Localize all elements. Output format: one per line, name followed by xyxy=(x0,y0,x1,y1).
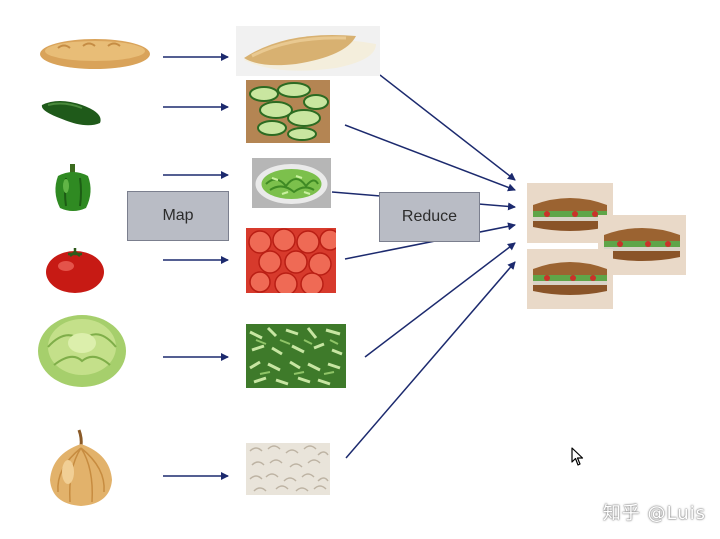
reduce-label: Reduce xyxy=(379,192,480,242)
sandwich-image-3 xyxy=(527,249,613,309)
lettuce-image xyxy=(38,315,126,387)
watermark-text: 知乎 @Luis xyxy=(602,503,706,524)
chopped-lettuce-image xyxy=(246,324,346,388)
reduce-arrow-cucumber xyxy=(344,124,516,192)
chopped-pepper-image xyxy=(252,158,331,208)
sliced-cucumber-image xyxy=(246,80,330,143)
reduce-arrow-onion xyxy=(345,261,516,459)
reduce-arrow-bread xyxy=(379,74,516,181)
mouse-cursor-icon xyxy=(571,447,584,466)
sliced-tomato-image xyxy=(246,228,336,293)
cucumber-image xyxy=(41,101,101,126)
map-label: Map xyxy=(127,191,229,241)
bread-image xyxy=(40,39,150,69)
sliced-bread-image xyxy=(236,26,380,76)
tomato-image xyxy=(46,248,104,293)
chopped-onion-image xyxy=(246,443,330,495)
onion-image xyxy=(50,429,112,506)
pepper-image xyxy=(55,164,91,211)
reduce-arrow-lettuce xyxy=(364,242,516,358)
